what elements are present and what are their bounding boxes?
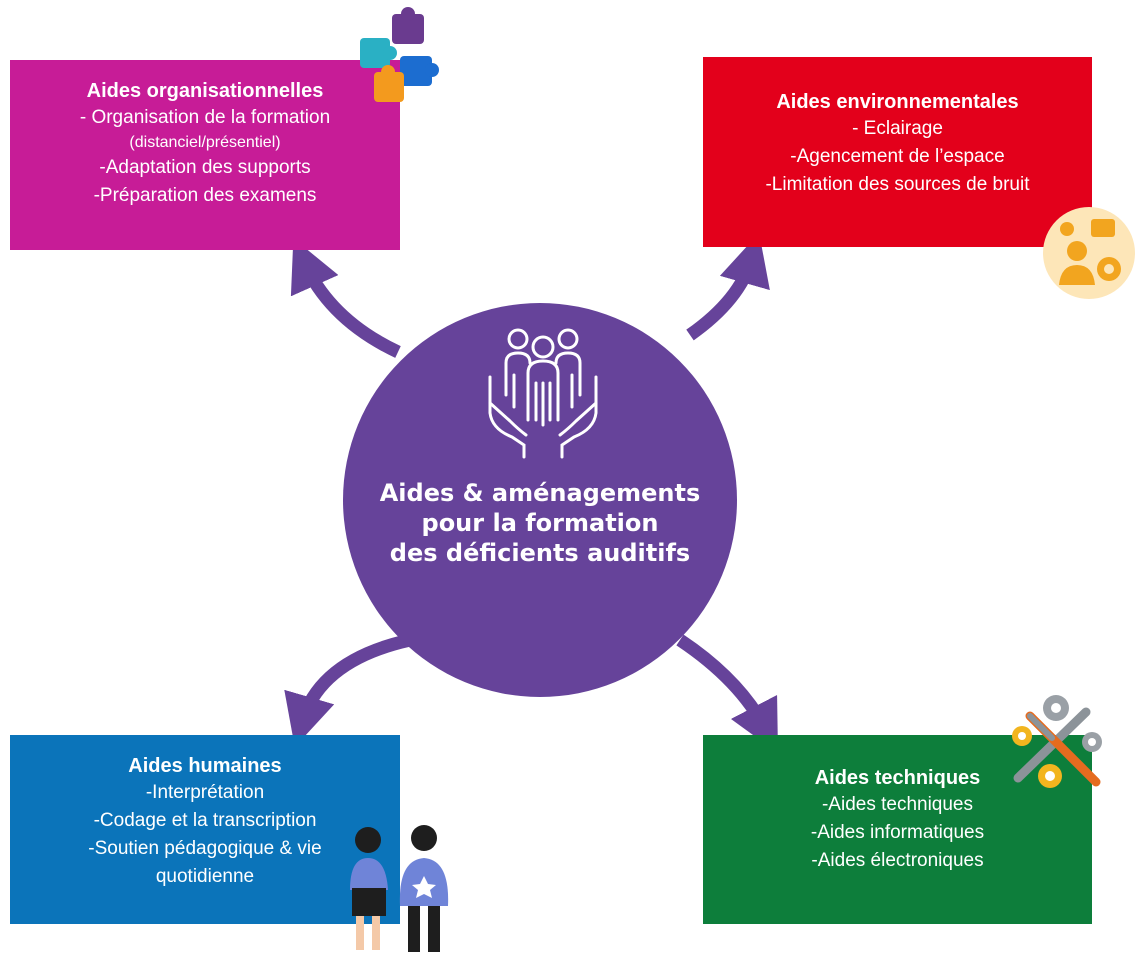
box-line: -Préparation des examens [93,185,317,206]
box-title: Aides organisationnelles [86,80,324,102]
box-line: (distanciel/présentiel) [129,134,281,151]
people-in-hands-icon [488,328,598,459]
box-aides-humaines: Aides humaines -Interprétation -Codage e… [10,735,400,924]
box-line: quotidienne [155,866,255,887]
box-line: -Adaptation des supports [99,157,311,178]
box-title: Aides techniques [814,767,981,789]
arrow-to-techniques [676,634,779,754]
worker-gear-icon [1043,207,1135,299]
box-title: Aides humaines [128,755,282,777]
box-line: - Eclairage [852,118,943,139]
box-line: -Aides électroniques [811,850,984,871]
arrow-to-environnementales [686,233,770,341]
box-line: -Limitation des sources de bruit [765,174,1030,195]
box-line: -Interprétation [145,782,265,803]
box-line: -Soutien pédagogique & vie [88,838,322,859]
center-circle [343,303,737,697]
box-title: Aides environnementales [776,91,1019,113]
people-signing-icon [350,825,449,952]
box-line: -Aides techniques [821,794,974,815]
box-line: -Agencement de l’espace [790,146,1005,167]
arrow-to-organisationnelles [290,238,401,358]
puzzle-icon [360,7,439,102]
box-aides-environnementales: Aides environnementales - Eclairage -Age… [703,57,1092,247]
box-line: -Aides informatiques [810,822,985,843]
box-line: - Organisation de la formation [79,107,331,128]
tools-gears-icon [1012,695,1102,788]
box-line: -Codage et la transcription [93,810,317,831]
box-aides-organisationnelles: Aides organisationnelles - Organisation … [10,60,400,250]
arrow-to-humaines [284,633,412,747]
center-title: Aides & aménagements pour la formation d… [379,479,701,567]
